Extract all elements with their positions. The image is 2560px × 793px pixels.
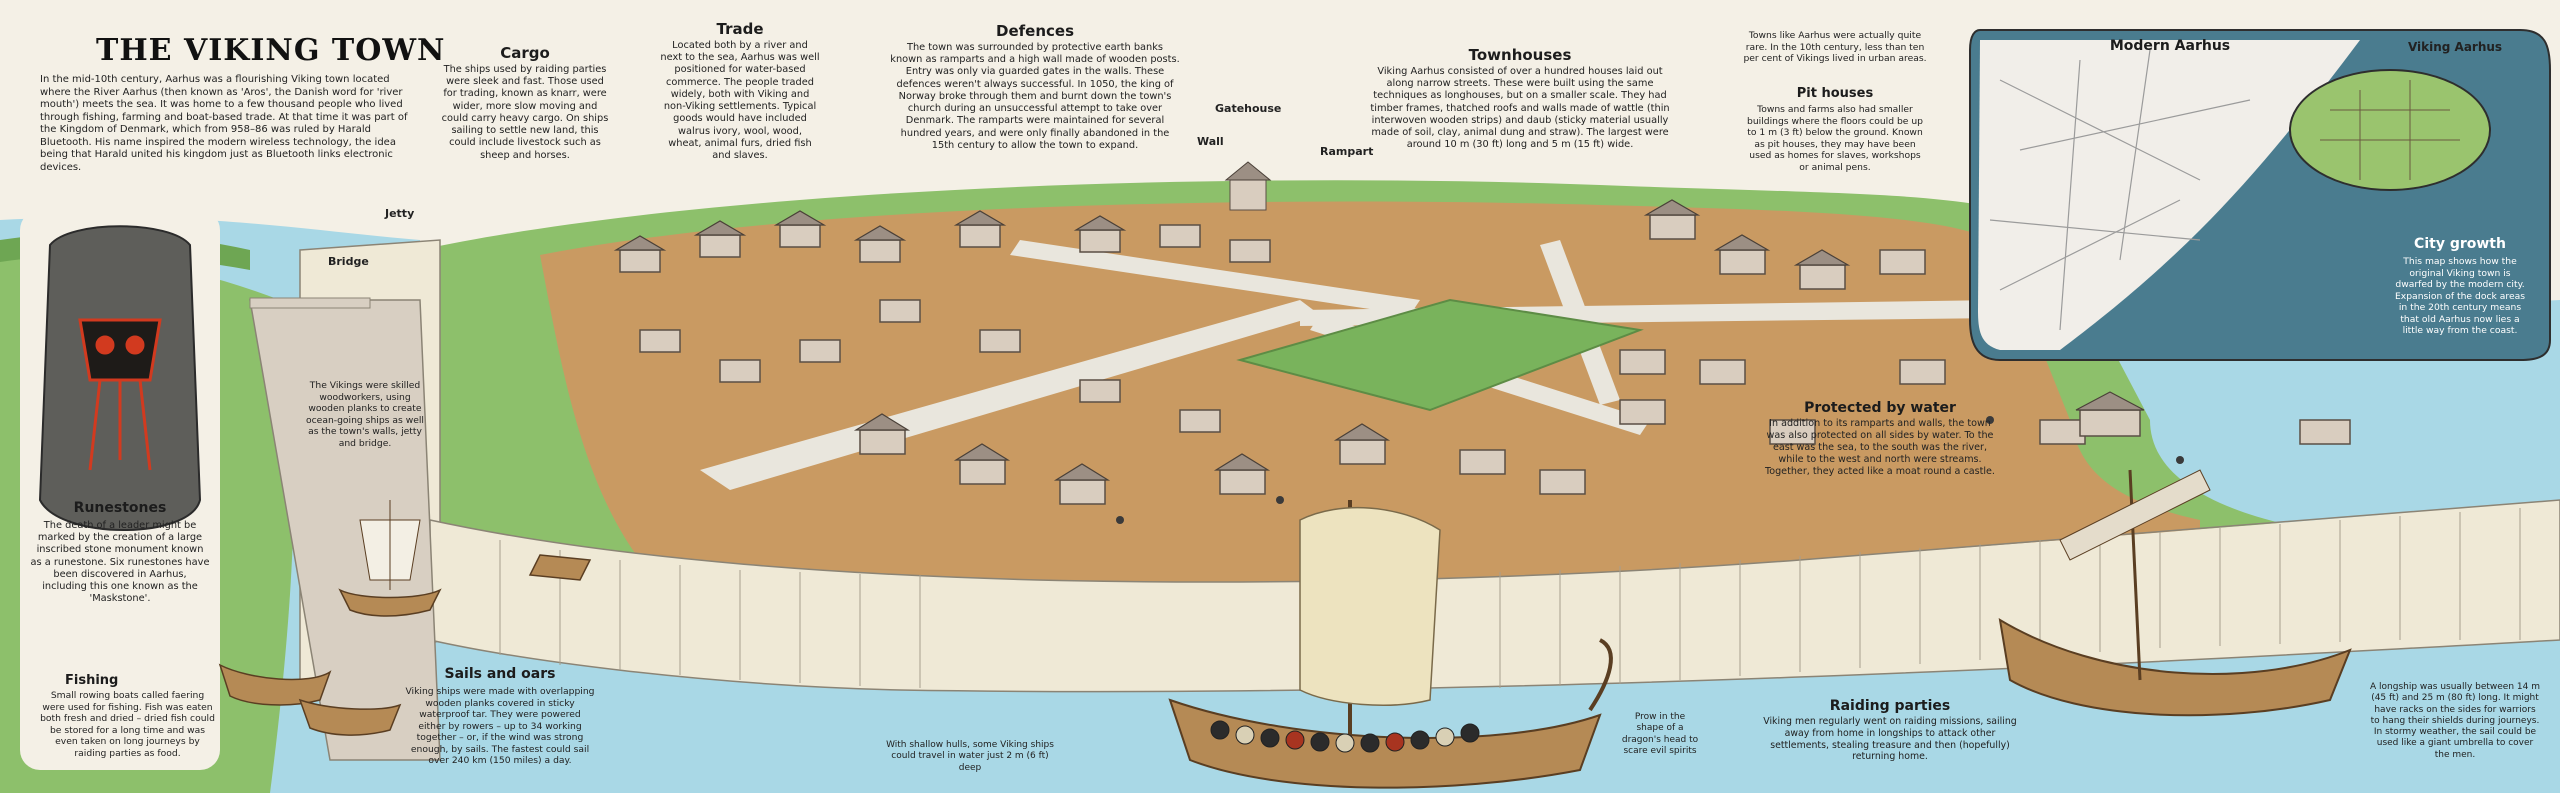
fishing-text: Small rowing boats called faering were u… <box>40 690 215 759</box>
woodworkers-note: The Vikings were skilled woodworkers, us… <box>306 380 424 449</box>
defences-heading: Defences <box>996 22 1074 40</box>
raiding-heading: Raiding parties <box>1829 698 1951 714</box>
city-streets <box>1989 49 2251 331</box>
protected-heading: Protected by water <box>1804 400 1956 416</box>
figures <box>1116 416 2184 524</box>
towns-rarity-note: Towns like Aarhus were actually quite ra… <box>1743 30 1927 64</box>
cargo-text: The ships used by raiding parties were s… <box>441 64 609 161</box>
townhouses-heading: Townhouses <box>1468 46 1572 64</box>
city-growth-text: This map shows how the original Viking t… <box>2394 256 2526 336</box>
rampart-label: Rampart <box>1320 145 1374 158</box>
street-2 <box>1010 240 1420 315</box>
longship-main-hull <box>1168 698 1602 789</box>
city-growth-heading: City growth <box>2414 236 2506 252</box>
gatehouse-building <box>1229 179 1267 211</box>
city-land <box>1978 40 2360 350</box>
sails-heading: Sails and oars <box>444 666 556 682</box>
square-sail <box>1299 506 1441 706</box>
longship-note: A longship was usually between 14 m (45 … <box>2370 682 2540 760</box>
trade-text: Located both by a river and next to the … <box>660 40 820 162</box>
trade-heading: Trade <box>716 20 764 38</box>
furled-sail <box>2059 469 2211 561</box>
mask-carving <box>78 318 162 471</box>
fishing-heading: Fishing <box>65 673 119 688</box>
defences-text: The town was surrounded by protective ea… <box>890 42 1180 151</box>
street-1 <box>700 300 1320 490</box>
town-green <box>1236 298 1644 412</box>
viking-aarhus-label: Viking Aarhus <box>2407 40 2503 54</box>
runestones-heading: Runestones <box>73 500 167 516</box>
wall-label: Wall <box>1197 135 1224 148</box>
cargo-heading: Cargo <box>500 44 550 62</box>
gatehouse-label: Gatehouse <box>1215 102 1282 115</box>
palisade-posts <box>499 508 2521 688</box>
townhouses-text: Viking Aarhus consisted of over a hundre… <box>1370 66 1670 151</box>
prow-note: Prow in the shape of a dragon's head to … <box>1621 712 1699 756</box>
longship-right-hull <box>1998 618 2352 717</box>
page-title: THE VIKING TOWN <box>96 33 446 68</box>
houses <box>619 214 2351 505</box>
shallow-hulls-note: With shallow hulls, some Viking ships co… <box>886 740 1054 773</box>
pit-houses-text: Towns and farms also had smaller buildin… <box>1746 104 1924 173</box>
knarr-sail <box>359 500 421 590</box>
protected-text: In addition to its ramparts and walls, t… <box>1764 418 1995 477</box>
roofs <box>613 199 2145 481</box>
bridge <box>249 297 371 309</box>
intro-text: In the mid-10th century, Aarhus was a fl… <box>40 74 408 173</box>
pit-houses-heading: Pit houses <box>1796 86 1874 101</box>
bridge-label: Bridge <box>328 255 369 268</box>
shields <box>1210 720 1480 753</box>
inset-streets <box>2320 80 2460 180</box>
dragon-prow <box>1588 638 1613 712</box>
runestones-text: The death of a leader might be marked by… <box>30 520 210 605</box>
modern-aarhus-heading: Modern Aarhus <box>2109 38 2231 54</box>
raiding-text: Viking men regularly went on raiding mis… <box>1763 716 2017 763</box>
jetty-label: Jetty <box>385 207 415 220</box>
sails-text: Viking ships were made with overlapping … <box>405 686 595 766</box>
viking-town-inset <box>2289 69 2491 191</box>
small-boats <box>218 554 592 736</box>
